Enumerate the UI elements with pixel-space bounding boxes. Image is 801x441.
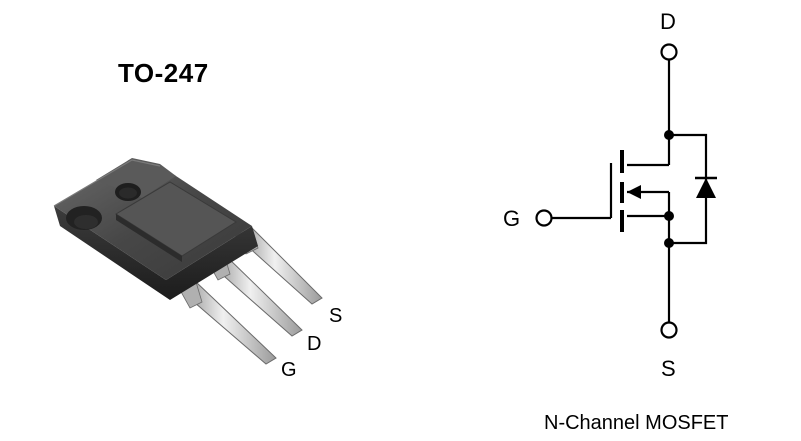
channel-arrow: [627, 185, 641, 199]
diode-rail: [669, 133, 708, 245]
package-pin-source-label: S: [329, 305, 343, 327]
source-terminal: [660, 321, 678, 339]
junction-dot-body: [664, 211, 674, 221]
schematic-drain-label: D: [660, 9, 676, 34]
package-pin-drain-label: D: [307, 333, 322, 355]
package-body: [53, 158, 258, 300]
junction-dot-source: [664, 238, 674, 248]
schematic-gate-label: G: [503, 206, 521, 231]
package-pin-gate-label: G: [281, 359, 297, 381]
drain-terminal: [660, 43, 678, 61]
schematic-source-label: S: [661, 356, 676, 381]
body-diode: [695, 176, 717, 198]
schematic-caption: N-Channel MOSFET: [544, 412, 729, 434]
package-title: TO-247: [118, 58, 209, 88]
junction-dot-drain: [664, 130, 674, 140]
gate-terminal: [535, 209, 553, 227]
